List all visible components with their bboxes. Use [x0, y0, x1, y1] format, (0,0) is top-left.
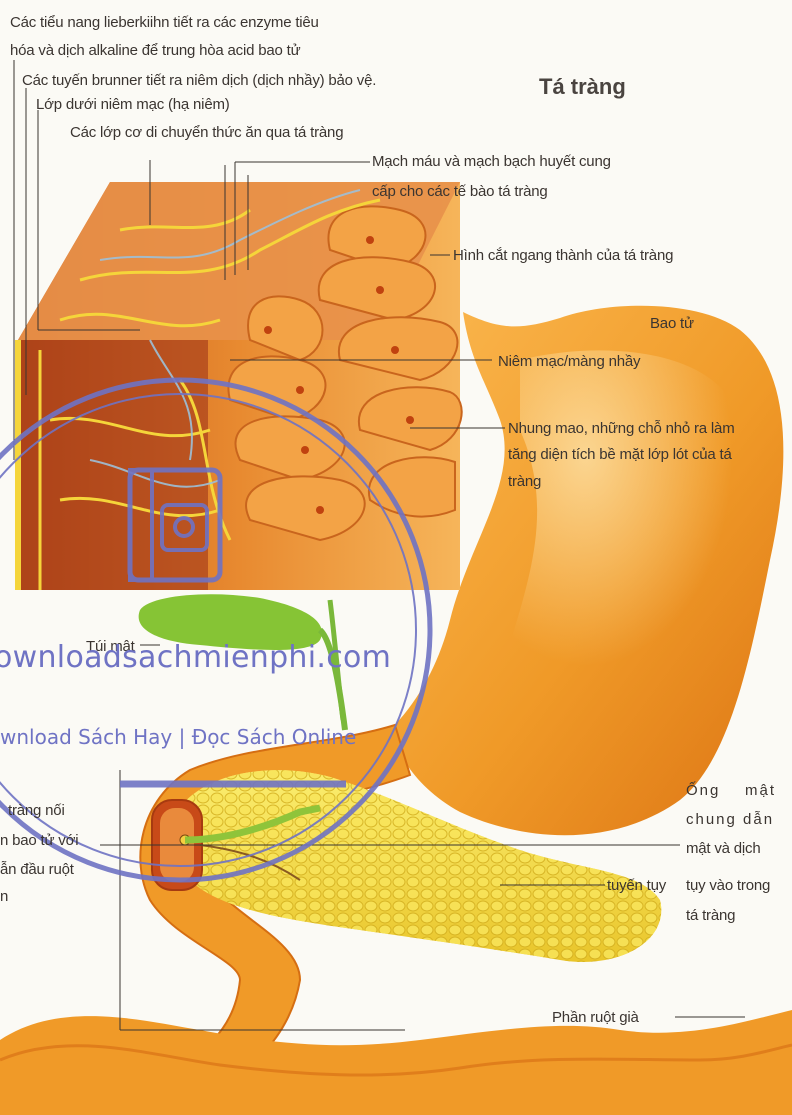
large-intestine-shape	[0, 1010, 792, 1115]
label-muscle-layers: Các lớp cơ di chuyển thức ăn qua tá tràn…	[70, 122, 343, 143]
label-pancreas: tuyến tụy	[607, 875, 666, 896]
label-bile-duct-line5: tá tràng	[686, 905, 735, 926]
label-bile-duct-line2: chung dẫn	[686, 809, 774, 830]
label-duodenum-line1: tràng nối	[8, 800, 65, 821]
label-cross-section: Hình cắt ngang thành của tá tràng	[453, 245, 673, 266]
label-mucosa: Niêm mạc/màng nhầy	[498, 351, 640, 372]
label-stomach: Bao tử	[650, 313, 694, 334]
label-bile-duct-line1: Ống mật	[686, 780, 776, 801]
label-duodenum-line3: ẫn đầu ruột	[0, 859, 74, 880]
label-large-intestine: Phần ruột già	[552, 1007, 639, 1028]
diagram-title: Tá tràng	[539, 74, 626, 100]
label-villi-line3: tràng	[508, 471, 541, 492]
label-bile-duct-line3: mật và dịch	[686, 838, 761, 859]
label-submucosa: Lớp dưới niêm mạc (hạ niêm)	[36, 94, 230, 115]
label-vessels-line2: cấp cho các tế bào tá tràng	[372, 181, 548, 202]
label-villi-line1: Nhung mao, những chỗ nhỏ ra làm	[508, 418, 734, 439]
label-vessels-line1: Mạch máu và mạch bạch huyết cung	[372, 151, 611, 172]
label-duodenum-line2: n bao tử với	[0, 830, 78, 851]
label-villi-line2: tăng diện tích bề mặt lớp lót của tá	[508, 444, 732, 465]
label-bile-duct-line4: tụy vào trong	[686, 875, 770, 896]
label-lieberkuhn-line1: Các tiểu nang lieberkiihn tiết ra các en…	[10, 12, 319, 33]
label-brunner-glands: Các tuyến brunner tiết ra niêm dịch (dịc…	[22, 70, 376, 91]
watermark-tagline: wnload Sách Hay | Đọc Sách Online	[0, 725, 356, 749]
label-duodenum-line4: n	[0, 886, 8, 907]
label-lieberkuhn-line2: hóa và dịch alkaline để trung hòa acid b…	[10, 40, 300, 61]
watermark-site: ownloadsachmienphi.com	[0, 640, 391, 675]
